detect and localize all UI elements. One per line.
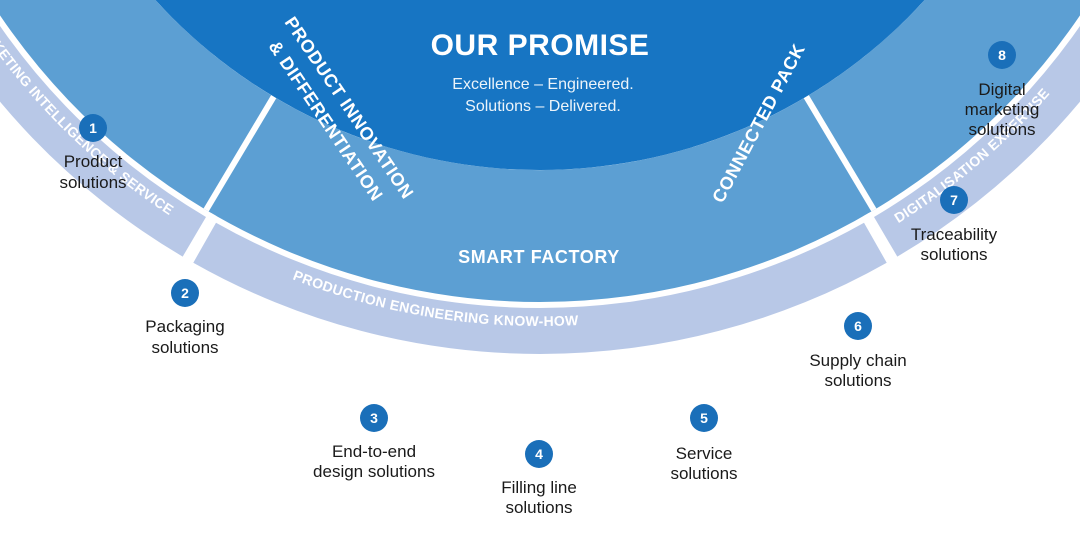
solution-2-line-1: Packaging [145,317,224,336]
inner-segment-product-innovation [0,0,274,210]
badge-2-number: 2 [181,285,189,301]
inner-segment-smart-factory [206,96,874,302]
solution-7: 7 Traceability solutions [911,186,998,264]
solution-8-line-2: marketing [965,100,1040,119]
outer-segment-marketing [0,25,206,257]
solution-3-line-1: End-to-end [332,442,416,461]
solution-6: 6 Supply chain solutions [809,312,907,390]
badge-1-number: 1 [89,120,97,136]
solution-8-line-3: solutions [968,120,1035,139]
label-smart-factory: SMART FACTORY [458,247,620,267]
badge-4 [525,440,553,468]
badge-6 [844,312,872,340]
center-tagline-1: Excellence – Engineered. [452,76,633,93]
solution-8: 8 Digital marketing solutions [965,41,1040,139]
badge-7 [940,186,968,214]
badge-3 [360,404,388,432]
solution-4-line-2: solutions [505,498,572,517]
solution-5-line-2: solutions [670,464,737,483]
divider-lines [184,95,896,263]
solution-7-line-2: solutions [920,245,987,264]
solution-5: 5 Service solutions [670,404,738,483]
solution-3: 3 End-to-end design solutions [313,404,435,481]
center-circle [155,0,925,170]
badge-5-number: 5 [700,410,708,426]
badge-4-number: 4 [535,446,543,462]
solution-7-line-1: Traceability [911,225,998,244]
badge-7-number: 7 [950,192,958,208]
badge-1 [79,114,107,142]
divider-outer-right [863,213,896,263]
solution-8-line-1: Digital [978,80,1025,99]
solution-4: 4 Filling line solutions [501,440,577,517]
center-title: OUR PROMISE [431,29,650,62]
solution-3-line-2: design solutions [313,462,435,481]
badge-6-number: 6 [854,318,862,334]
solution-4-line-1: Filling line [501,478,577,497]
solution-6-line-1: Supply chain [809,351,906,370]
divider-left [203,95,277,212]
center-tagline-2: Solutions – Delivered. [465,98,621,115]
outer-segment-digitalisation [874,25,1080,257]
solution-1: 1 Product solutions [59,114,127,192]
solution-6-line-2: solutions [824,371,891,390]
divider-outer-left [184,213,217,263]
outer-segment-production [193,222,887,354]
badge-8-number: 8 [998,47,1006,63]
divider-right [803,95,877,212]
solution-5-line-1: Service [676,444,733,463]
solution-1-line-2: solutions [59,173,126,192]
solution-1-line-1: Product [64,152,123,171]
badge-5 [690,404,718,432]
badge-2 [171,279,199,307]
badge-3-number: 3 [370,410,378,426]
solution-2: 2 Packaging solutions [145,279,225,357]
badge-8 [988,41,1016,69]
outer-ring [0,25,1080,354]
solution-2-line-2: solutions [151,338,218,357]
